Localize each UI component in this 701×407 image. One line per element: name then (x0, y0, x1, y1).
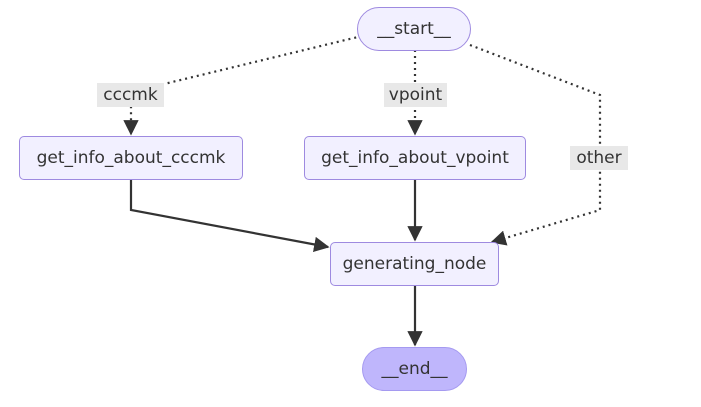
get-info-about-vpoint-node[interactable]: get_info_about_vpoint (304, 136, 526, 180)
edge-label-vpoint: vpoint (384, 83, 447, 107)
edge-label-cccmk: cccmk (97, 83, 164, 107)
start-node[interactable]: __start__ (357, 7, 471, 51)
edge-start-to-cccmk (123, 34, 363, 136)
edge-label-other: other (570, 146, 628, 170)
get-info-about-cccmk-node[interactable]: get_info_about_cccmk (19, 136, 243, 180)
generating-node[interactable]: generating_node (330, 242, 499, 286)
end-node[interactable]: __end__ (362, 347, 467, 391)
edge-cccmk-to-generating (129, 180, 330, 253)
